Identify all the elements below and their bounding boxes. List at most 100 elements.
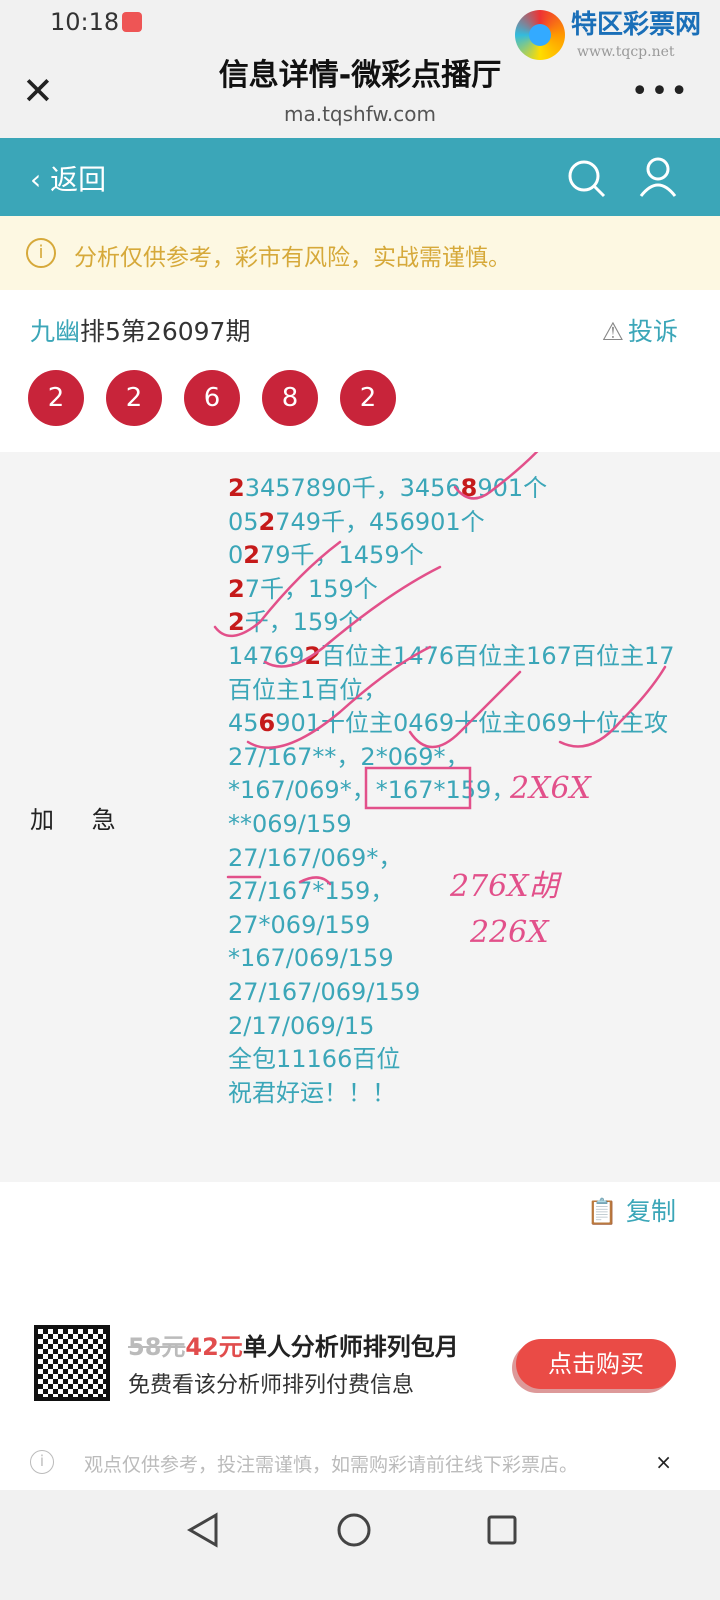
old-price: 58元 xyxy=(128,1333,186,1361)
line-text: 祝君好运！！！ xyxy=(228,1078,396,1107)
close-icon[interactable]: × xyxy=(655,1450,672,1474)
line-text: 05 xyxy=(228,507,259,536)
qr-code xyxy=(34,1325,110,1401)
more-icon[interactable]: ••• xyxy=(630,74,690,109)
page-title: 信息详情-微彩点播厅 xyxy=(218,58,502,93)
complain-button[interactable]: ⚠投诉 xyxy=(602,312,678,348)
prediction-line: 祝君好运！！！ xyxy=(228,1077,688,1111)
user-icon[interactable] xyxy=(638,156,678,198)
prediction-line: 27/167/069*， xyxy=(228,842,688,876)
hit-digit: 2 xyxy=(228,574,245,603)
prediction-line: *167/069*，*167*159， xyxy=(228,774,688,808)
prediction-line: 0279千，1459个 xyxy=(228,539,688,573)
copy-label: 复制 xyxy=(625,1197,676,1226)
copy-button[interactable]: 📋 复制 xyxy=(587,1192,676,1228)
line-text: 79千，1459个 xyxy=(259,541,424,570)
status-bar: 10:18 xyxy=(0,0,720,46)
ad-title: 58元42元单人分析师排列包月 xyxy=(128,1327,459,1362)
issue-title: 九幽排5第26097期 xyxy=(30,312,250,348)
line-text: **069/159 xyxy=(228,809,352,838)
copy-icon: 📋 xyxy=(586,1197,619,1226)
ad-subtitle: 免费看该分析师排列付费信息 xyxy=(128,1373,415,1398)
system-nav-bar xyxy=(0,1490,720,1600)
hit-digit: 8 xyxy=(460,474,478,502)
hit-digit: 6 xyxy=(258,709,276,738)
ball: 6 xyxy=(184,370,240,426)
issue-section: 九幽排5第26097期 ⚠投诉 2 2 6 8 2 xyxy=(0,290,720,452)
hit-digit: 2 xyxy=(243,541,260,570)
hit-digit: 2 xyxy=(258,507,276,536)
subscription-ad: 58元42元单人分析师排列包月 免费看该分析师排列付费信息 点击购买 xyxy=(34,1325,694,1405)
line-text: 45 xyxy=(228,709,259,738)
result-balls: 2 2 6 8 2 xyxy=(28,370,396,426)
home-circle-icon[interactable] xyxy=(336,1512,372,1548)
line-text: 27*069/159 xyxy=(228,910,371,939)
prediction-line: 052749千，456901个 xyxy=(228,506,688,540)
watermark-name: 特区彩票网 xyxy=(571,10,702,40)
watermark-logo: 特区彩票网 www.tqcp.net xyxy=(515,6,715,66)
info-icon: i xyxy=(26,238,56,268)
line-text: 27/167**，2*069*， xyxy=(228,742,470,771)
line-text: 14769 xyxy=(228,641,305,670)
content-label: 加 急 xyxy=(30,806,116,834)
line-text: *167/069*，*167*159， xyxy=(228,776,516,805)
hit-digit: 2 xyxy=(228,474,245,502)
prediction-line: 2/17/069/15 xyxy=(228,1010,688,1044)
hit-digit: 2 xyxy=(304,641,322,670)
line-text: 千，159个 xyxy=(244,608,363,637)
search-icon[interactable] xyxy=(566,158,608,200)
handwriting-note: 276X胡 xyxy=(450,869,559,904)
info-icon: i xyxy=(30,1450,54,1474)
handwriting-note: 2X6X xyxy=(510,771,591,806)
nav-bar: ‹ 返回 xyxy=(0,138,720,216)
watermark-url: www.tqcp.net xyxy=(577,44,675,60)
prediction-line: 147692百位主1476百位主167百位主17百位主1百位， xyxy=(228,640,688,707)
risk-notice: i 分析仅供参考，彩市有风险，实战需谨慎。 xyxy=(0,216,720,290)
line-text: 27/167/069*， xyxy=(228,843,403,872)
prediction-line: *167/069/159 xyxy=(228,942,688,976)
prediction-line: 2千，159个 xyxy=(228,606,688,640)
prediction-line: 27/167/069/159 xyxy=(228,976,688,1010)
close-icon[interactable]: ✕ xyxy=(22,69,54,113)
chevron-left-icon: ‹ xyxy=(30,163,42,196)
hit-digit: 2 xyxy=(228,608,245,637)
line-text: *167/069/159 xyxy=(228,944,394,973)
notification-icon xyxy=(122,12,142,32)
ball: 2 xyxy=(340,370,396,426)
page-url: ma.tqshfw.com xyxy=(283,102,436,126)
issue-number: 排5第26097期 xyxy=(80,317,251,346)
ad-title-text: 单人分析师排列包月 xyxy=(242,1333,459,1361)
handwriting-note: 226X xyxy=(470,915,549,950)
prediction-line: 27*069/159 xyxy=(228,909,688,943)
prediction-line: 23457890千，34568901个 xyxy=(228,472,688,506)
new-price: 42元 xyxy=(185,1333,243,1361)
warning-icon: ⚠ xyxy=(601,317,624,346)
line-text: 2/17/069/15 xyxy=(228,1011,375,1040)
line-text: 27/167/069/159 xyxy=(228,977,421,1006)
notice-text: 分析仅供参考，彩市有风险，实战需谨慎。 xyxy=(74,245,511,271)
author-link[interactable]: 九幽 xyxy=(30,317,81,346)
line-text: 3457890千，3456 xyxy=(244,474,461,502)
prediction-line: 全包11166百位 xyxy=(228,1043,688,1077)
prediction-line: 27/167**，2*069*， xyxy=(228,741,688,775)
footer-notice: i 观点仅供参考，投注需谨慎，如需购彩请前往线下彩票店。 × xyxy=(0,1440,720,1484)
line-text: 全包11166百位 xyxy=(228,1045,401,1074)
footer-text: 观点仅供参考，投注需谨慎，如需购彩请前往线下彩票店。 xyxy=(84,1454,579,1476)
back-triangle-icon[interactable] xyxy=(186,1512,220,1548)
buy-button[interactable]: 点击购买 xyxy=(516,1339,676,1389)
ball: 2 xyxy=(106,370,162,426)
line-text: 27/167*159， xyxy=(228,877,395,906)
status-time: 10:18 xyxy=(50,8,120,36)
line-text: 7千，159个 xyxy=(244,574,378,603)
logo-icon xyxy=(515,10,565,60)
ball: 2 xyxy=(28,370,84,426)
line-text: 749千，456901个 xyxy=(275,507,485,536)
title-bar: ✕ 信息详情-微彩点播厅 ma.tqshfw.com ••• xyxy=(0,46,720,138)
prediction-line: 27千，159个 xyxy=(228,573,688,607)
back-button[interactable]: ‹ 返回 xyxy=(30,158,106,198)
back-label: 返回 xyxy=(50,163,107,196)
recents-square-icon[interactable] xyxy=(486,1514,518,1546)
ball: 8 xyxy=(262,370,318,426)
line-text: 901十位主0469十位主069十位主攻 xyxy=(275,709,668,738)
